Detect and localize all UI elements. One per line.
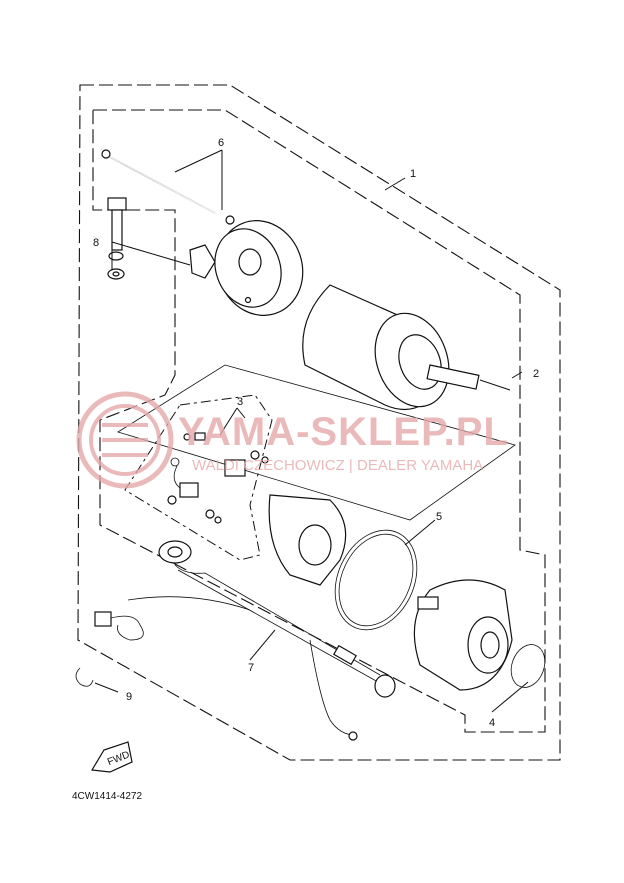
- watermark-brand: YAMA-SKLEP.PL: [178, 410, 509, 454]
- rear-cover: [413, 579, 513, 691]
- front-cover: [214, 220, 304, 316]
- callout-9: 9: [126, 691, 132, 703]
- watermark: YAMA-SKLEP.PL WALDI CZECHOWICZ | DEALER …: [76, 391, 509, 489]
- lead-wire-assembly: [94, 540, 396, 741]
- diagram-code: 4CW1414-4272: [72, 791, 142, 802]
- mounting-bolt: [107, 197, 127, 280]
- motor-yoke: [302, 284, 511, 411]
- brush-group-boundary: [124, 394, 273, 561]
- mounting-plane: [117, 364, 516, 521]
- callout-3: 3: [237, 396, 243, 408]
- callout-7: 7: [248, 662, 254, 674]
- callout-2: 2: [533, 368, 539, 380]
- brush-set: [167, 432, 269, 505]
- brush-plate: [205, 494, 347, 586]
- leader-lines: [94, 149, 529, 713]
- fwd-arrow-icon: FWD: [91, 741, 133, 773]
- callout-8: 8: [93, 237, 99, 249]
- callout-4: 4: [489, 717, 495, 729]
- callout-5: 5: [436, 511, 442, 523]
- small-o-ring: [510, 644, 546, 688]
- bracket: [189, 244, 216, 279]
- watermark-logo: [76, 391, 174, 489]
- assembly-boundary-outer: [77, 84, 561, 761]
- o-ring: [334, 529, 418, 631]
- assembly-boundary-inner: [92, 109, 546, 733]
- through-bolt: [101, 149, 235, 225]
- callout-6: 6: [218, 137, 224, 149]
- watermark-subtitle: WALDI CZECHOWICZ | DEALER YAMAHA: [192, 457, 483, 474]
- wire-clip: [75, 667, 94, 687]
- callout-1: 1: [410, 168, 416, 180]
